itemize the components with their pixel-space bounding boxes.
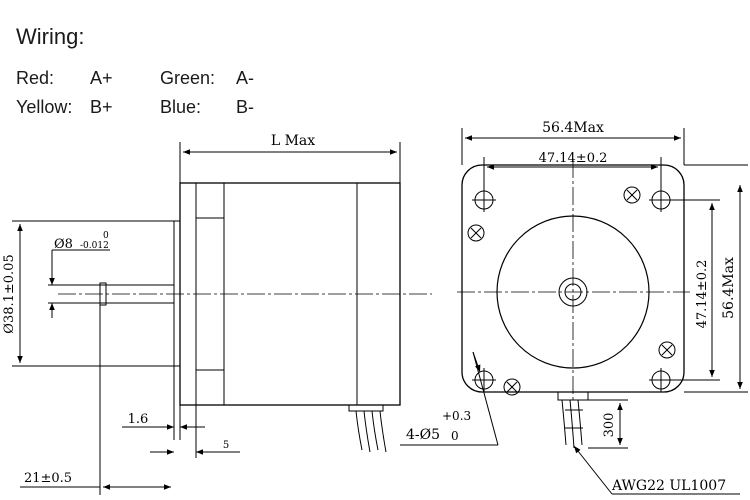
width-label: 56.4Max	[542, 120, 604, 136]
wire-spec-label: AWG22 UL1007	[611, 478, 726, 494]
wire-spec-leader	[573, 445, 613, 495]
wire-red-label: Red:	[16, 68, 55, 88]
hole-leader	[472, 351, 499, 446]
wire-green-phase: A-	[236, 68, 254, 88]
screw-bottom-left	[503, 378, 521, 396]
hole-spacing-h-label: 47.14±0.2	[539, 151, 608, 166]
wire-yellow-phase: B+	[90, 97, 113, 117]
wiring-title: Wiring:	[16, 24, 85, 49]
wire-green-label: Green:	[160, 68, 216, 88]
shaft-tolerance-lower: -0.012	[80, 241, 109, 251]
shaft-length-label: 21±0.5	[24, 471, 72, 486]
height-label: 56.4Max	[721, 257, 737, 319]
wire-blue-phase: B-	[236, 97, 254, 117]
wire-yellow-label: Yellow:	[16, 97, 73, 117]
side-view	[12, 142, 432, 495]
hole-tolerance-lower: 0	[451, 429, 459, 443]
flange-thickness-label: 5	[223, 440, 229, 451]
side-lead-clamp	[348, 404, 384, 412]
mount-hole-bottom-right	[649, 368, 673, 392]
wire-red-phase: A+	[90, 68, 113, 88]
mount-hole-top-right	[649, 188, 673, 212]
shaft-tolerance-upper: 0	[103, 231, 109, 241]
lead-length-label: 300	[602, 413, 617, 438]
screw-left-upper	[467, 224, 485, 242]
wire-blue-label: Blue:	[160, 97, 202, 117]
screw-right-lower	[658, 341, 676, 359]
side-boss	[173, 220, 181, 367]
mount-hole-top-left	[472, 188, 496, 212]
boss-diameter-label: Ø38.1±0.05	[2, 254, 17, 333]
l-max-label: L Max	[271, 133, 315, 149]
side-endcap-detail	[196, 217, 224, 371]
shaft-diameter-label: Ø8	[54, 237, 73, 252]
side-lead-wires	[355, 410, 387, 453]
mount-hole-bottom-left	[472, 368, 496, 392]
hole-spacing-v-label: 47.14±0.2	[695, 260, 710, 329]
hole-tolerance-upper: +0.3	[442, 409, 471, 423]
screw-top-right	[623, 186, 641, 204]
front-view	[400, 128, 748, 495]
front-lead-wires	[561, 399, 583, 449]
front-lead-clamp	[557, 391, 589, 401]
hole-label: 4-Ø5	[406, 427, 440, 443]
boss-height-label: 1.6	[128, 412, 149, 427]
